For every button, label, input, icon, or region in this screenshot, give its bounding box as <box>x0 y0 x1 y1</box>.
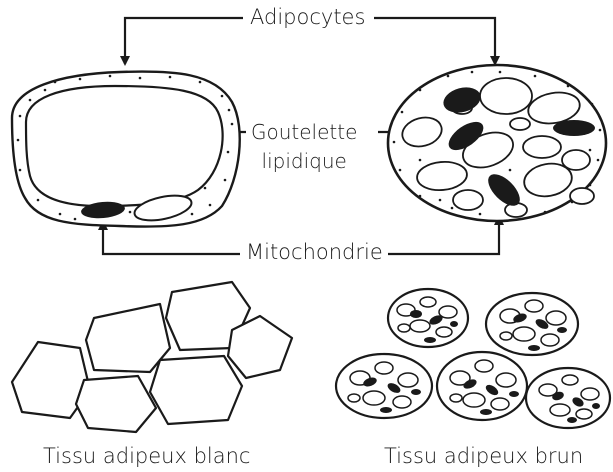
adipocytes-arrow-left <box>125 18 243 64</box>
lipid-droplet-label-line1: Goutelette <box>251 118 357 147</box>
brown-tissue-cell <box>388 289 468 347</box>
lipid-droplet-label-line2: lipidique <box>251 147 357 176</box>
mitochondrie-arrow-right <box>388 217 499 254</box>
white-tissue-cell <box>86 304 170 372</box>
white-tissue-cell <box>76 376 156 432</box>
brown-tissue-cell <box>437 352 527 420</box>
brown-adipose-tissue <box>336 289 610 428</box>
brown-tissue-caption: Tissu adipeux brun <box>384 446 583 467</box>
brown-tissue-cell <box>336 354 432 418</box>
adipocytes-label: Adipocytes <box>246 7 369 28</box>
lipid-droplet-label: Goutelette lipidique <box>251 118 357 176</box>
white-tissue-caption: Tissu adipeux blanc <box>43 446 250 467</box>
brown-adipocyte-cell <box>388 65 606 221</box>
mitochondrie-label: Mitochondrie <box>242 242 387 263</box>
white-lipid-droplet <box>26 86 223 206</box>
white-adipocyte-cell <box>12 72 240 227</box>
brown-tissue-cell <box>526 368 610 428</box>
adipocytes-arrow-right <box>374 18 495 64</box>
brown-tissue-cell <box>486 293 578 355</box>
white-adipose-tissue <box>12 282 292 432</box>
white-tissue-cell <box>150 356 242 424</box>
